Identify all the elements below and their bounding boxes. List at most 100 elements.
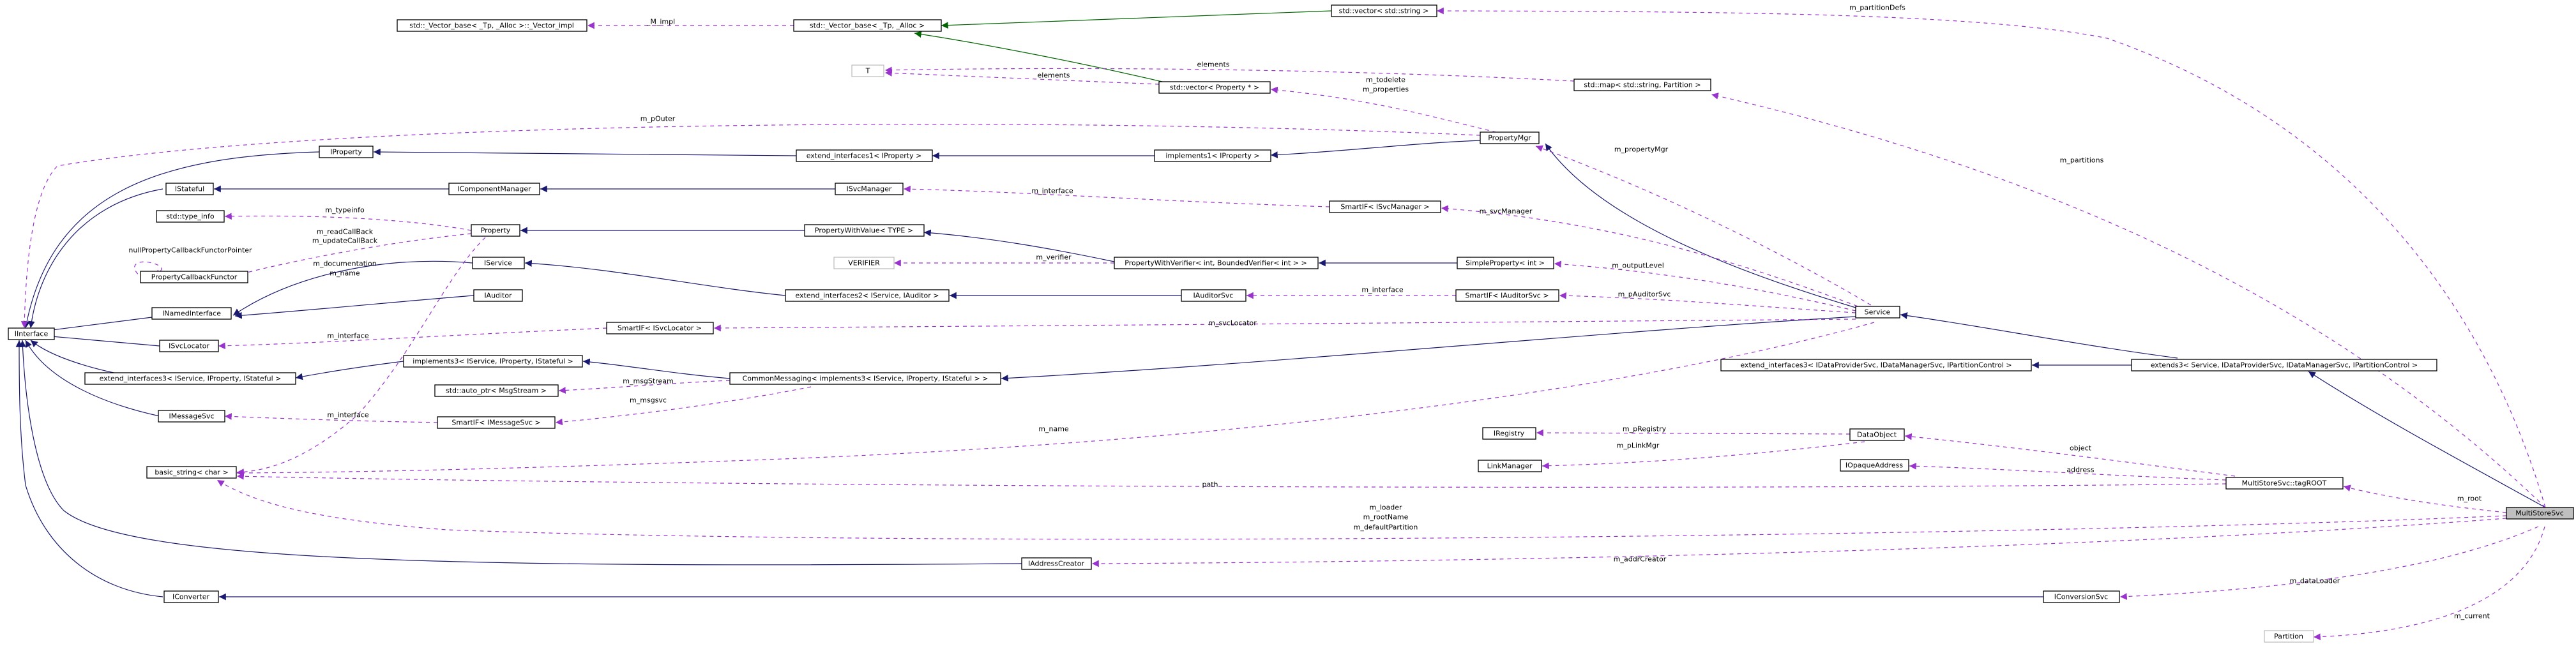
node-std-vector-string[interactable]: std::vector< std::string > [1331,4,1437,17]
svg-text:PropertyWithValue< TYPE >: PropertyWithValue< TYPE > [815,227,913,235]
edge-label-m-addrcreator: m_addrCreator [1614,555,1667,564]
node-imessagesvc[interactable]: IMessageSvc [158,410,225,423]
svg-text:CommonMessaging< implements3<: CommonMessaging< implements3< IService, … [743,375,989,383]
node-vector-base[interactable]: std::_Vector_base< _Tp, _Alloc > [793,19,942,32]
node-service[interactable]: Service [1855,306,1900,319]
node-iauditor[interactable]: IAuditor [473,289,523,302]
edge-inherit-impl3-ext3 [295,361,404,380]
node-smartif-imessagesvc[interactable]: SmartIF< IMessageSvc > [437,416,556,429]
node-linkmanager[interactable]: LinkManager [1478,460,1542,472]
svg-text:extend_interfaces3< IDataProvi: extend_interfaces3< IDataProviderSvc, ID… [1740,361,2012,370]
edge-label-address: address [2066,466,2094,474]
edge-inherit-commonmsg-impl3 [582,358,731,379]
node-extend-interfaces3-idataprovider[interactable]: extend_interfaces3< IDataProviderSvc, ID… [1720,359,2032,371]
edge-uses-property-propcb [234,233,472,278]
svg-text:PropertyMgr: PropertyMgr [1488,134,1531,142]
edge-uses-vectorprop-t [884,70,1160,85]
edge-label-m-svcmanager: m_svcManager [1480,207,1533,216]
edge-label-elements-top: elements [1197,61,1229,69]
node-basic-string-char[interactable]: basic_string< char > [146,466,237,479]
node-implements1-iproperty[interactable]: implements1< IProperty > [1154,149,1271,162]
edge-uses-multistore-vectorstring [1436,7,2546,508]
node-isvcmanager[interactable]: ISvcManager [835,183,904,195]
node-extend-interfaces1-iproperty[interactable]: extend_interfaces1< IProperty > [796,149,933,162]
svg-text:std::_Vector_base< _Tp, _Alloc: std::_Vector_base< _Tp, _Alloc >::_Vecto… [409,22,574,30]
edge-uses-multistore-basicstring [216,479,2507,540]
node-property[interactable]: Property [471,224,520,237]
node-iauditorsvc[interactable]: IAuditorSvc [1181,289,1246,302]
edge-inherit-iauditor-inamed [234,295,474,319]
svg-text:IAddressCreator: IAddressCreator [1028,560,1085,568]
node-iaddresscreator[interactable]: IAddressCreator [1021,557,1092,570]
node-iregistry[interactable]: IRegistry [1482,427,1536,440]
edge-label-m-msgsvc: m_msgsvc [630,396,667,405]
node-commonmessaging[interactable]: CommonMessaging< implements3< IService, … [729,372,1001,385]
node-iservice[interactable]: IService [472,257,525,269]
edge-template-vectorprop-vectorbase [914,31,1163,82]
edge-inherit-multistore-extends3 [2308,371,2546,508]
node-smartif-isvcmanager[interactable]: SmartIF< ISvcManager > [1329,200,1441,213]
node-std-vector-property-ptr[interactable]: std::vector< Property * > [1158,81,1271,94]
edge-uses-smartifmsg-imessagesvc [224,413,438,423]
node-propertycallbackfunctor[interactable]: PropertyCallbackFunctor [140,271,248,283]
node-std-map-string-partition[interactable]: std::map< std::string, Partition > [1573,79,1711,91]
node-iconverter[interactable]: IConverter [163,590,219,603]
edge-uses-service-smartifsvcmgr [1441,205,1865,310]
edge-uses-property-typeinfo [224,213,472,231]
edge-label-m-properties: m_properties [1363,86,1409,94]
node-iinterface[interactable]: IInterface [8,327,55,340]
node-iopaqueaddress[interactable]: IOpaqueAddress [1840,459,1909,472]
edge-inherit-propertymgr-impl1 [1270,140,1481,158]
node-isvclocator[interactable]: ISvcLocator [159,340,219,352]
edge-label-m-impl: _M_impl [646,18,675,26]
node-std-type-info[interactable]: std::type_info [156,210,225,223]
edge-uses-smartifloc-isvclocator [218,327,607,350]
svg-text:extend_interfaces2< IService,: extend_interfaces2< IService, IAuditor > [795,292,939,300]
node-vector-impl[interactable]: std::_Vector_base< _Tp, _Alloc >::_Vecto… [397,19,587,32]
edge-inherit-iproperty-interface [23,151,320,329]
node-dataobject[interactable]: DataObject [1849,428,1905,441]
svg-text:IStateful: IStateful [175,185,204,193]
node-verifier[interactable]: VERIFIER [833,257,895,269]
node-icomponentmanager[interactable]: IComponentManager [448,183,540,195]
node-extend-interfaces2-isvc-iaud[interactable]: extend_interfaces2< IService, IAuditor > [785,289,950,302]
node-smartif-isvclocator[interactable]: SmartIF< ISvcLocator > [606,322,714,334]
edge-uses-tagroot-iopaque [1909,462,2227,481]
node-multistoresvc[interactable]: MultiStoreSvc [2506,507,2574,520]
edge-labels: _M_impl elements elements m_partitionDef… [128,4,2490,620]
node-multistoresvc-tagroot[interactable]: MultiStoreSvc::tagROOT [2225,477,2344,490]
edge-label-m-propertymgr: m_propertyMgr [1614,146,1669,154]
svg-text:Partition: Partition [2274,633,2303,641]
edge-label-m-rootname: m_rootName [1363,513,1409,521]
node-istateful[interactable]: IStateful [165,183,214,195]
edge-label-m-name-service: m_name [1038,425,1069,433]
edge-label-m-interface-msg: m_interface [327,411,369,419]
node-iproperty[interactable]: IProperty [319,146,374,158]
node-propertywithverifier-int[interactable]: PropertyWithVerifier< int, BoundedVerifi… [1114,257,1319,269]
edge-label-m-readcallback: m_readCallBack [317,228,374,236]
node-propertywithvalue-type[interactable]: PropertyWithValue< TYPE > [804,224,925,237]
edges [15,7,2546,641]
svg-text:std::type_info: std::type_info [166,213,214,221]
edge-inherit-service-commonmsg [1001,316,1856,382]
svg-text:std::vector< Property * >: std::vector< Property * > [1170,84,1259,92]
edge-uses-tagroot-basicstring [236,472,2227,488]
node-smartif-iauditorsvc[interactable]: SmartIF< IAuditorSvc > [1455,289,1559,302]
node-std-auto-ptr-msgstream[interactable]: std::auto_ptr< MsgStream > [434,384,559,397]
node-t[interactable]: T [851,64,884,77]
node-inamedinterface[interactable]: INamedInterface [151,307,232,320]
node-propertymgr[interactable]: PropertyMgr [1480,131,1540,144]
edge-uses-multistore-iaddresscreator [1091,518,2507,567]
edge-inherit-ext1-iproperty [373,148,797,156]
svg-text:IRegistry: IRegistry [1494,430,1525,438]
node-iconversionsvc[interactable]: IConversionSvc [2043,590,2120,603]
node-partition[interactable]: Partition [2264,630,2314,643]
node-simpleproperty-int[interactable]: SimpleProperty< int > [1457,257,1554,269]
edge-uses-smartifsvcmgr-isvcmanager [903,185,1330,207]
svg-text:Property: Property [481,227,511,235]
node-extends3-service[interactable]: extends3< Service, IDataProviderSvc, IDa… [2131,359,2437,371]
edge-label-m-partitions: m_partitions [2060,156,2104,165]
node-implements3-isvc-iprop-istate[interactable]: implements3< IService, IProperty, IState… [403,355,583,368]
edge-uses-commonmsg-autoptr [558,380,731,394]
node-extend-interfaces3-isvc-iprop-istate[interactable]: extend_interfaces3< IService, IProperty,… [84,372,296,385]
